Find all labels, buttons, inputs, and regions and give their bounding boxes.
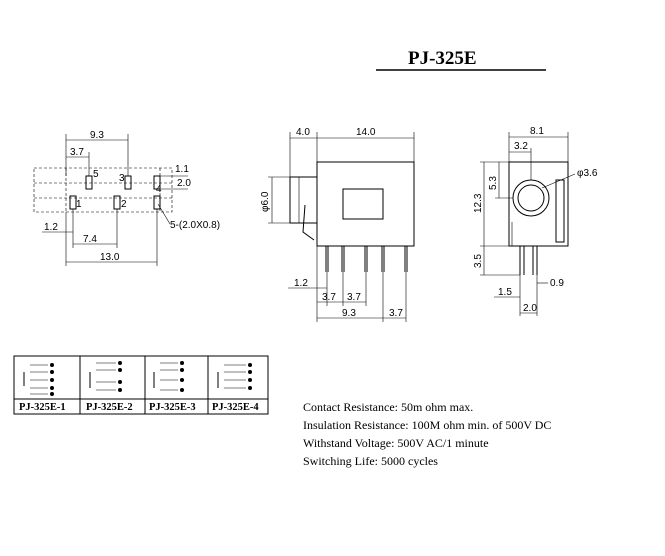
dim-front-1-2: 1.2	[294, 278, 308, 289]
pin-5	[85, 175, 93, 190]
dim-side-2-0: 2.0	[523, 303, 537, 314]
body-outline	[33, 167, 173, 213]
dim-side-0-9: 0.9	[550, 278, 564, 289]
bottom-view: 5 3 1 2 4 9.3 3.7 1.1 2.0 5-(2.0X0.8) 1.…	[33, 130, 220, 266]
dim-1-1: 1.1	[175, 164, 189, 175]
dim-side-hole: φ3.6	[577, 168, 598, 179]
dim-side-12-3: 12.3	[473, 193, 484, 213]
side-body	[508, 161, 569, 247]
front-lead-bent	[302, 204, 315, 241]
part-title: PJ-325E	[408, 48, 477, 69]
pin-num-3: 3	[119, 173, 125, 184]
spec-switching-life: Switching Life: 5000 cycles	[303, 454, 438, 468]
dim-front-9-3: 9.3	[342, 308, 356, 319]
specifications: Contact Resistance: 50m ohm max. Insulat…	[303, 398, 551, 470]
schematic-variant-3	[153, 361, 184, 392]
side-view: 8.1 3.2 φ3.6 5.3 12.3 3.5 1.5 0.9 2.0	[473, 126, 598, 316]
spec-withstand-voltage: Withstand Voltage: 500V AC/1 minute	[303, 436, 489, 450]
schematic-variant-4	[217, 363, 252, 390]
pin-3	[124, 175, 132, 190]
dim-side-1-5: 1.5	[498, 287, 512, 298]
dim-2-0: 2.0	[177, 178, 191, 189]
dim-side-3-5: 3.5	[473, 254, 484, 268]
dim-front-3-7b: 3.7	[347, 292, 361, 303]
spec-contact-resistance: Contact Resistance: 50m ohm max.	[303, 400, 474, 414]
dim-7-4: 7.4	[83, 234, 97, 245]
pin-num-4: 4	[156, 184, 162, 195]
front-body	[316, 161, 415, 247]
variant-label-3: PJ-325E-3	[149, 402, 196, 413]
dim-front-3-7c: 3.7	[389, 308, 403, 319]
variant-label-1: PJ-325E-1	[19, 402, 66, 413]
dim-13-0: 13.0	[100, 252, 120, 263]
dim-diameter-6-0: φ6.0	[260, 191, 271, 212]
dim-14-0: 14.0	[356, 127, 376, 138]
pin-note: 5-(2.0X0.8)	[170, 220, 220, 231]
front-barrel	[289, 176, 318, 224]
pin-num-1: 1	[76, 199, 82, 210]
pin-num-2: 2	[121, 199, 127, 210]
dim-side-8-1: 8.1	[530, 126, 544, 137]
front-window	[342, 188, 384, 220]
dim-4-0: 4.0	[296, 127, 310, 138]
variant-label-2: PJ-325E-2	[86, 402, 133, 413]
variant-table: PJ-325E-1 PJ-325E-2 PJ-325E-3 PJ-325E-4	[13, 355, 269, 415]
dim-side-5-3: 5.3	[488, 176, 499, 190]
dim-9-3: 9.3	[90, 130, 104, 141]
variant-label-4: PJ-325E-4	[212, 402, 259, 413]
dim-front-3-7a: 3.7	[322, 292, 336, 303]
spec-insulation-resistance: Insulation Resistance: 100M ohm min. of …	[303, 418, 552, 432]
dim-3-7: 3.7	[70, 147, 84, 158]
schematic-variant-1	[23, 363, 54, 396]
front-view: 4.0 14.0 φ6.0 1.2 3.7 3.7 9.3 3.7	[260, 127, 415, 322]
schematic-variant-2	[89, 361, 122, 392]
jack-inner	[517, 184, 545, 212]
dim-1-2: 1.2	[44, 222, 58, 233]
variant-table-frame	[13, 355, 269, 415]
dim-side-3-2: 3.2	[514, 141, 528, 152]
pin-num-5: 5	[93, 169, 99, 180]
